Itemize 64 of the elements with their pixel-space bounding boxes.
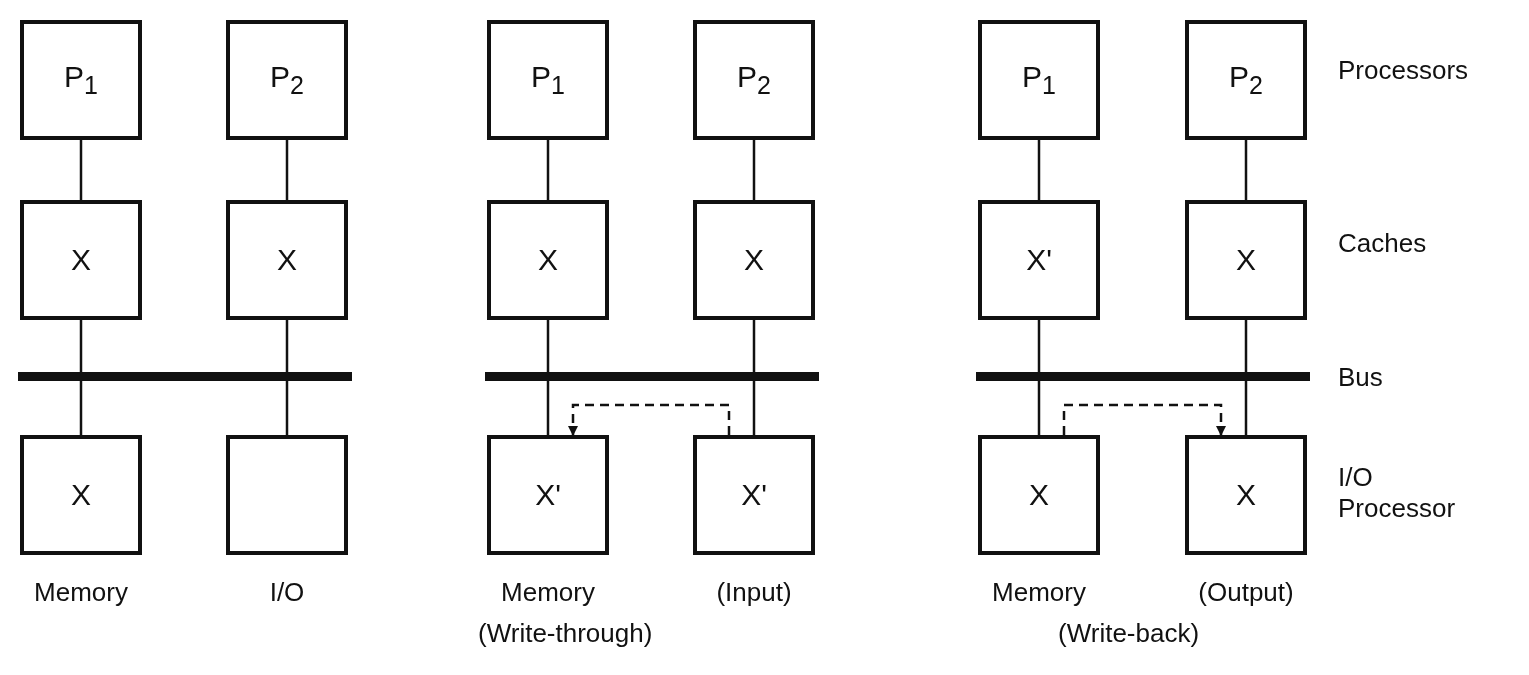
row-label: Caches bbox=[1338, 228, 1427, 259]
component-caption: (Input) bbox=[716, 577, 792, 608]
component-label: P$_{2}$ bbox=[1229, 60, 1263, 100]
row-label: Processors bbox=[1338, 55, 1469, 86]
component-label: X' bbox=[535, 478, 561, 512]
component-box bbox=[693, 20, 815, 140]
connector-line bbox=[285, 140, 289, 200]
component-label: X bbox=[277, 243, 297, 277]
component-label: P$_{2}$ bbox=[270, 60, 304, 100]
component-box bbox=[487, 20, 609, 140]
connector-line bbox=[79, 381, 83, 435]
panel-caption: (Write-through) bbox=[478, 618, 653, 649]
connector-line bbox=[546, 140, 550, 200]
component-label: P$_{1}$ bbox=[64, 60, 98, 100]
component-caption: Memory bbox=[34, 577, 128, 608]
connector-line bbox=[79, 140, 83, 200]
panel-caption: (Write-back) bbox=[1058, 618, 1200, 649]
connector-line bbox=[546, 381, 550, 435]
component-label: X bbox=[1029, 478, 1049, 512]
connector-line bbox=[1244, 320, 1248, 372]
connector-line bbox=[546, 320, 550, 372]
component-box bbox=[978, 20, 1100, 140]
component-label: X' bbox=[1026, 243, 1052, 277]
connector-line bbox=[752, 381, 756, 435]
dashed-arrow bbox=[1062, 403, 1226, 436]
component-label: P$_{1}$ bbox=[1022, 60, 1056, 100]
component-box bbox=[693, 200, 815, 320]
dashed-arrow bbox=[568, 403, 731, 436]
component-label: X' bbox=[741, 478, 767, 512]
bus-bar bbox=[976, 372, 1310, 381]
connector-line bbox=[752, 320, 756, 372]
component-box bbox=[20, 200, 142, 320]
component-box bbox=[978, 200, 1100, 320]
connector-line bbox=[752, 140, 756, 200]
connector-line bbox=[1244, 381, 1248, 435]
component-label: P$_{2}$ bbox=[737, 60, 771, 100]
component-box bbox=[1185, 20, 1307, 140]
bus-bar bbox=[18, 372, 352, 381]
component-box bbox=[20, 20, 142, 140]
component-caption: (Output) bbox=[1198, 577, 1294, 608]
component-box bbox=[226, 200, 348, 320]
component-label: X bbox=[538, 243, 558, 277]
connector-line bbox=[79, 320, 83, 372]
connector-line bbox=[1037, 140, 1041, 200]
component-label: X bbox=[71, 478, 91, 512]
bus-bar bbox=[485, 372, 819, 381]
component-box bbox=[1185, 200, 1307, 320]
component-label: P$_{1}$ bbox=[531, 60, 565, 100]
connector-line bbox=[1244, 140, 1248, 200]
connector-line bbox=[1037, 381, 1041, 435]
row-label: Bus bbox=[1338, 362, 1383, 393]
component-box bbox=[226, 20, 348, 140]
connector-line bbox=[285, 320, 289, 372]
component-box bbox=[487, 200, 609, 320]
row-label: I/O Processor bbox=[1338, 462, 1457, 524]
connector-line bbox=[1037, 320, 1041, 372]
component-caption: Memory bbox=[501, 577, 595, 608]
component-caption: Memory bbox=[992, 577, 1086, 608]
component-label: X bbox=[744, 243, 764, 277]
component-caption: I/O bbox=[269, 577, 305, 608]
connector-line bbox=[285, 381, 289, 435]
component-label: X bbox=[71, 243, 91, 277]
component-label: X bbox=[1236, 243, 1256, 277]
component-label: X bbox=[1236, 478, 1256, 512]
